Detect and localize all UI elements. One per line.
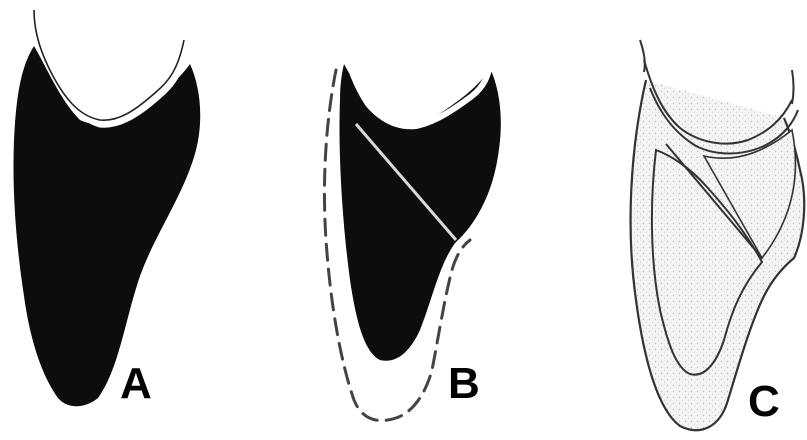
panel-a: A bbox=[13, 10, 200, 408]
panel-b-label: B bbox=[448, 359, 480, 408]
panel-c-label: C bbox=[748, 377, 780, 426]
panel-a-label: A bbox=[120, 359, 152, 408]
panel-c-crown-tip-right bbox=[792, 70, 794, 104]
panel-a-solid-section bbox=[13, 46, 200, 406]
panel-b-solid-section bbox=[339, 64, 500, 361]
panel-c-crown-tip-left bbox=[640, 40, 645, 72]
panel-b: B bbox=[324, 42, 500, 421]
panel-c: C bbox=[631, 40, 805, 430]
